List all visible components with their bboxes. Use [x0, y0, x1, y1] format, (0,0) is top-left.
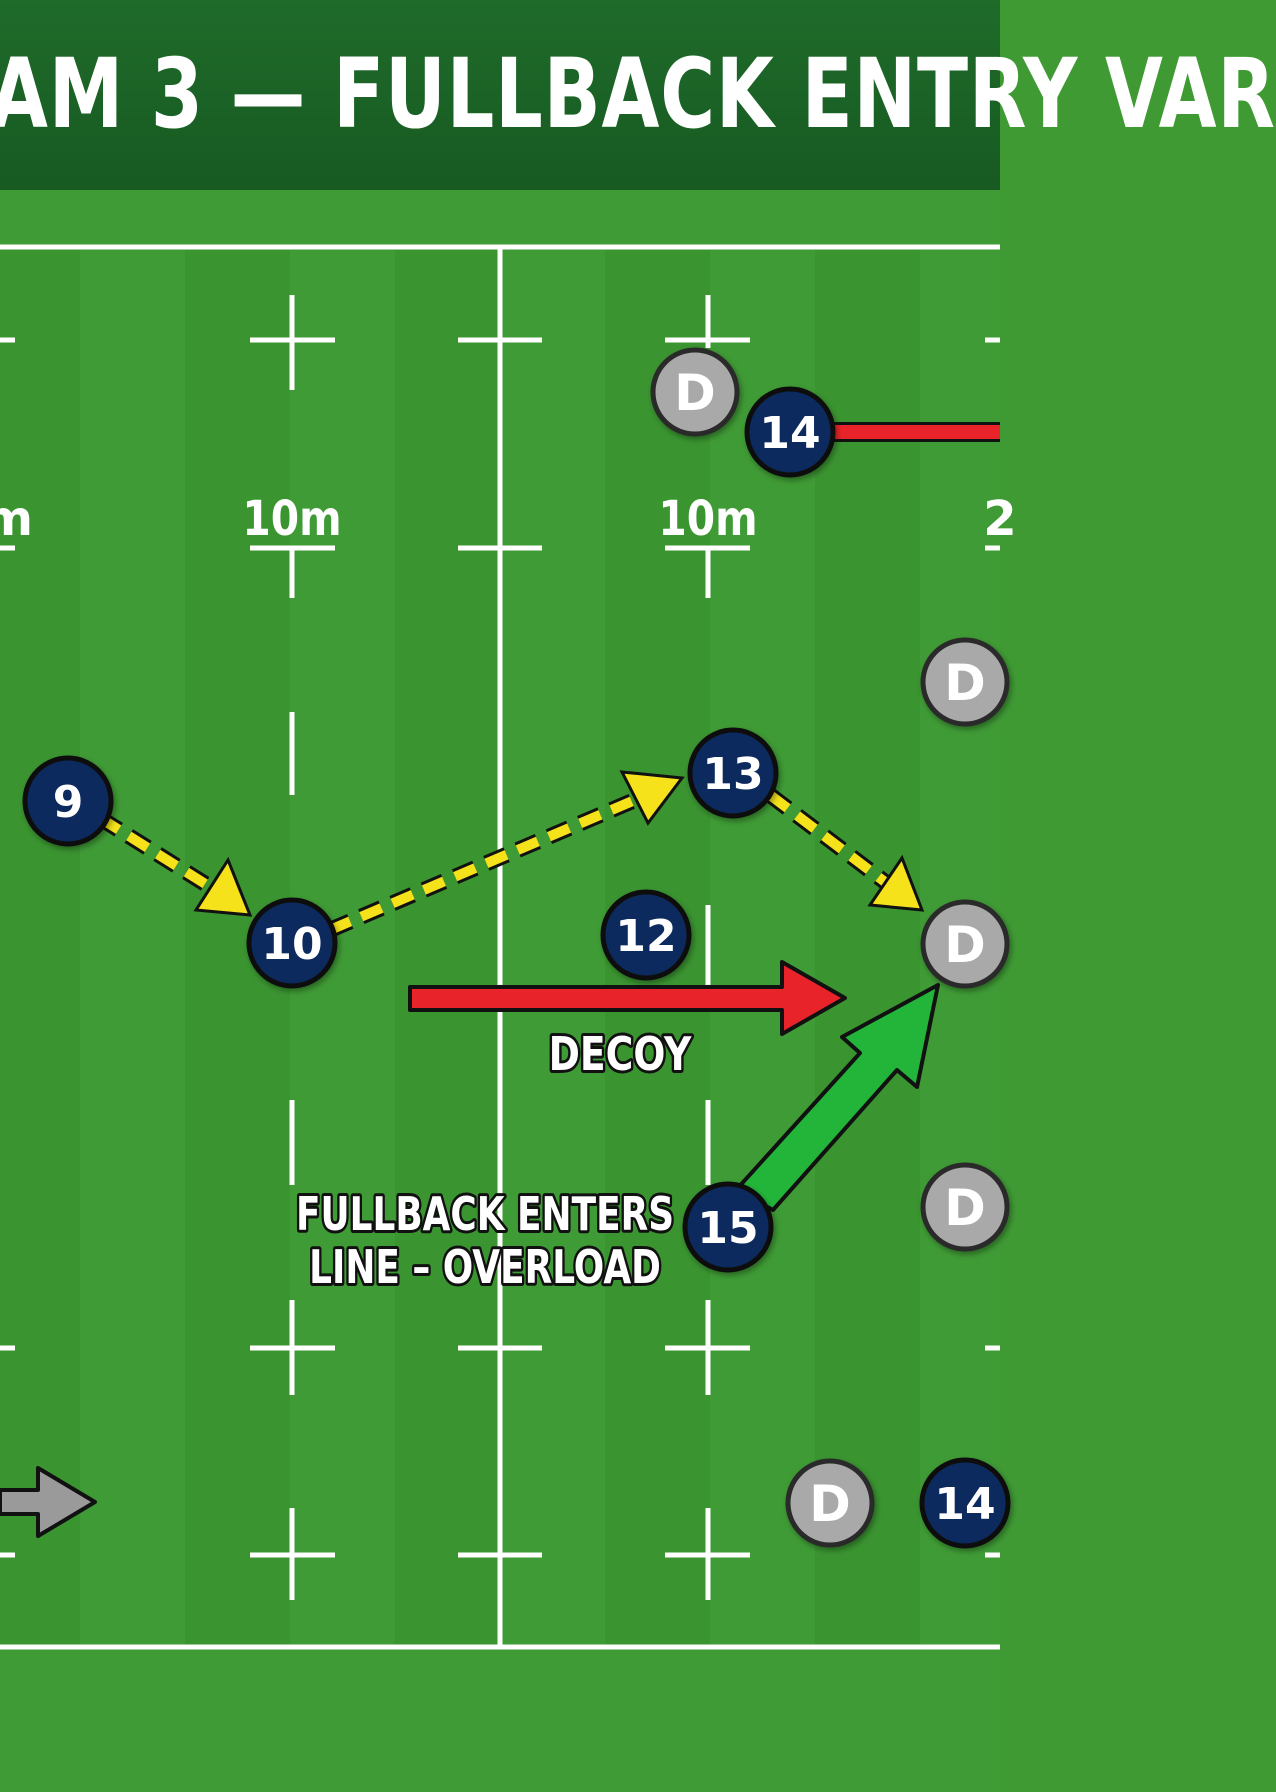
pass-arrow-9-to-10: [95, 811, 253, 917]
distance-label: 2: [983, 491, 1016, 547]
fullback-label-line2: LINE – OVERLOAD: [309, 1241, 661, 1295]
defender-marker: D: [650, 347, 740, 437]
player-number: 9: [53, 777, 84, 828]
player-13: 13: [687, 727, 779, 819]
arrows: [0, 422, 1000, 1538]
defender-marker: D: [920, 1162, 1010, 1252]
defender-marker: D: [920, 899, 1010, 989]
player-14-bottom: 14: [919, 1457, 1011, 1549]
support-arrow: [0, 1466, 97, 1538]
defender-label: D: [944, 916, 986, 974]
header-banner: AM 3 — FULLBACK ENTRY VAR: [0, 0, 1275, 190]
player-10: 10: [246, 897, 338, 989]
defender-label: D: [674, 364, 716, 422]
defender-label: D: [944, 1179, 986, 1237]
distance-label: 10m: [242, 491, 341, 547]
distance-labels: m 10m 10m 2: [0, 491, 1017, 547]
players: 9 10 12 13 14 14 15: [22, 386, 1011, 1549]
distance-label: 10m: [658, 491, 757, 547]
player-number: 15: [697, 1203, 758, 1254]
fullback-label-line1: FULLBACK ENTERS: [296, 1188, 674, 1242]
pass-arrow-10-to-13: [326, 770, 685, 938]
defender-marker: D: [785, 1458, 875, 1548]
pass-arrow-13-to-defender: [765, 788, 925, 912]
player-number: 13: [702, 749, 763, 800]
player-14-top: 14: [744, 386, 836, 478]
decoy-run-arrow: [408, 960, 847, 1036]
decoy-label: DECOY: [549, 1027, 692, 1081]
player-number: 12: [615, 911, 676, 962]
diagram-title: AM 3 — FULLBACK ENTRY VAR: [0, 38, 1276, 150]
player-12: 12: [600, 889, 692, 981]
player-number: 14: [934, 1479, 995, 1530]
player-number: 14: [759, 408, 820, 459]
player-9: 9: [22, 755, 114, 847]
defender-label: D: [809, 1475, 851, 1533]
rugby-pitch: m 10m 10m 2: [0, 190, 1017, 1792]
fullback-run-arrow: [734, 983, 940, 1212]
defenders: D D D D D: [650, 347, 1010, 1548]
player-number: 10: [261, 919, 322, 970]
pitch-lines: [0, 244, 1000, 1650]
distance-label: m: [0, 491, 33, 547]
annotations: DECOY FULLBACK ENTERS LINE – OVERLOAD: [293, 1025, 694, 1297]
defender-label: D: [944, 654, 986, 712]
defender-marker: D: [920, 637, 1010, 727]
player-15: 15: [682, 1181, 774, 1273]
